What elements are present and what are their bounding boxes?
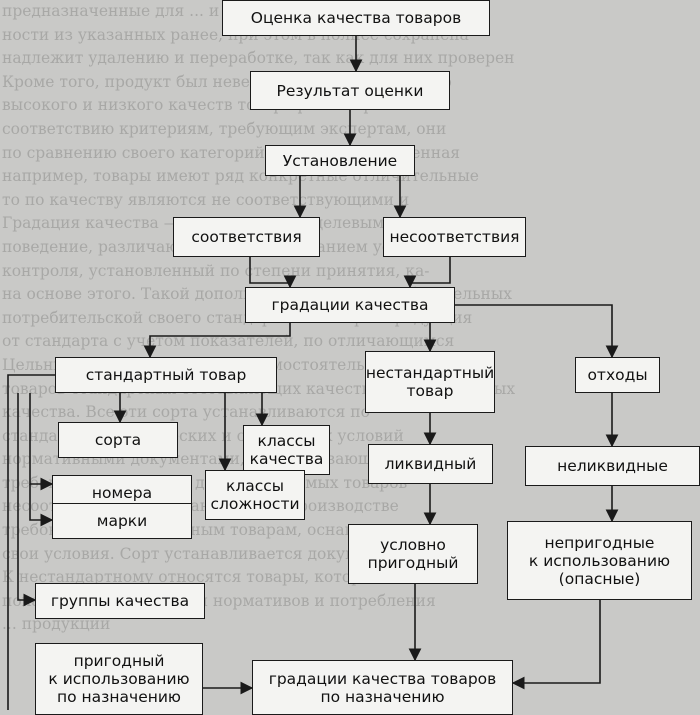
node-liquid: ликвидный — [368, 444, 493, 484]
node-gradations-by-purpose: градации качества товаров по назначению — [252, 660, 513, 715]
node-fit-for-purpose: пригодный к использованию по назначению — [35, 643, 203, 715]
background-text-line: от стандарта с учетом показателей, по от… — [2, 332, 455, 351]
background-text-line: надлежит удалению и переработке, так как… — [2, 49, 515, 68]
background-text-line: К нестандартному относятся товары, котор… — [2, 568, 408, 587]
background-text-line: контроля, установленный по степени приня… — [2, 261, 430, 280]
node-waste: отходы — [575, 357, 660, 393]
node-complexity-classes: классы сложности — [205, 470, 305, 520]
node-nonstandard-goods: нестандартный товар — [365, 351, 495, 413]
arrow-unfit-to-gradations-by-purpose — [511, 600, 601, 690]
node-quality-gradations: градации качества — [245, 287, 455, 323]
node-conformity: соответствия — [173, 217, 320, 257]
node-conditionally-fit: условно пригодный — [348, 524, 478, 584]
arrow-standard-to-brands — [29, 484, 54, 527]
node-quality-groups: группы качества — [35, 583, 205, 619]
node-standard-goods: стандартный товар — [55, 357, 277, 393]
background-text-line: качества. Все эти сорта устанавливаются … — [2, 403, 370, 422]
arrow-gradations-to-standard — [143, 323, 291, 359]
node-brands: марки — [52, 503, 192, 539]
arrow-standard-to-quality-groups — [17, 393, 37, 607]
node-illiquid: неликвидные — [525, 446, 700, 486]
background-text-line: ... продукции — [2, 615, 111, 634]
line-standard-left-rail — [7, 374, 55, 710]
node-grades: сорта — [58, 422, 178, 458]
node-nonconformity: несоответствия — [383, 217, 526, 257]
background-text-line: соответствию критериям, требующим экспер… — [2, 119, 447, 138]
node-establishment: Установление — [265, 145, 415, 176]
node-quality-classes: классы качества — [243, 425, 330, 475]
background-text-line: то по качеству являются не соответствующ… — [2, 190, 410, 209]
node-evaluation-result: Результат оценки — [250, 71, 450, 110]
arrow-gradations-to-waste — [455, 304, 619, 359]
background-text-line: свои условия. Сорт устанавливается докум… — [2, 544, 422, 563]
background-text-line: предназначенные для ... и нет — [2, 2, 253, 20]
arrow-standard-to-numbers — [29, 393, 54, 491]
arrow-conformity-to-gradations — [249, 257, 297, 289]
node-unfit-dangerous: непригодные к использованию (опасные) — [507, 521, 692, 600]
node-quality-evaluation: Оценка качества товаров — [222, 0, 490, 36]
arrow-nonconformity-to-gradations — [403, 257, 451, 289]
